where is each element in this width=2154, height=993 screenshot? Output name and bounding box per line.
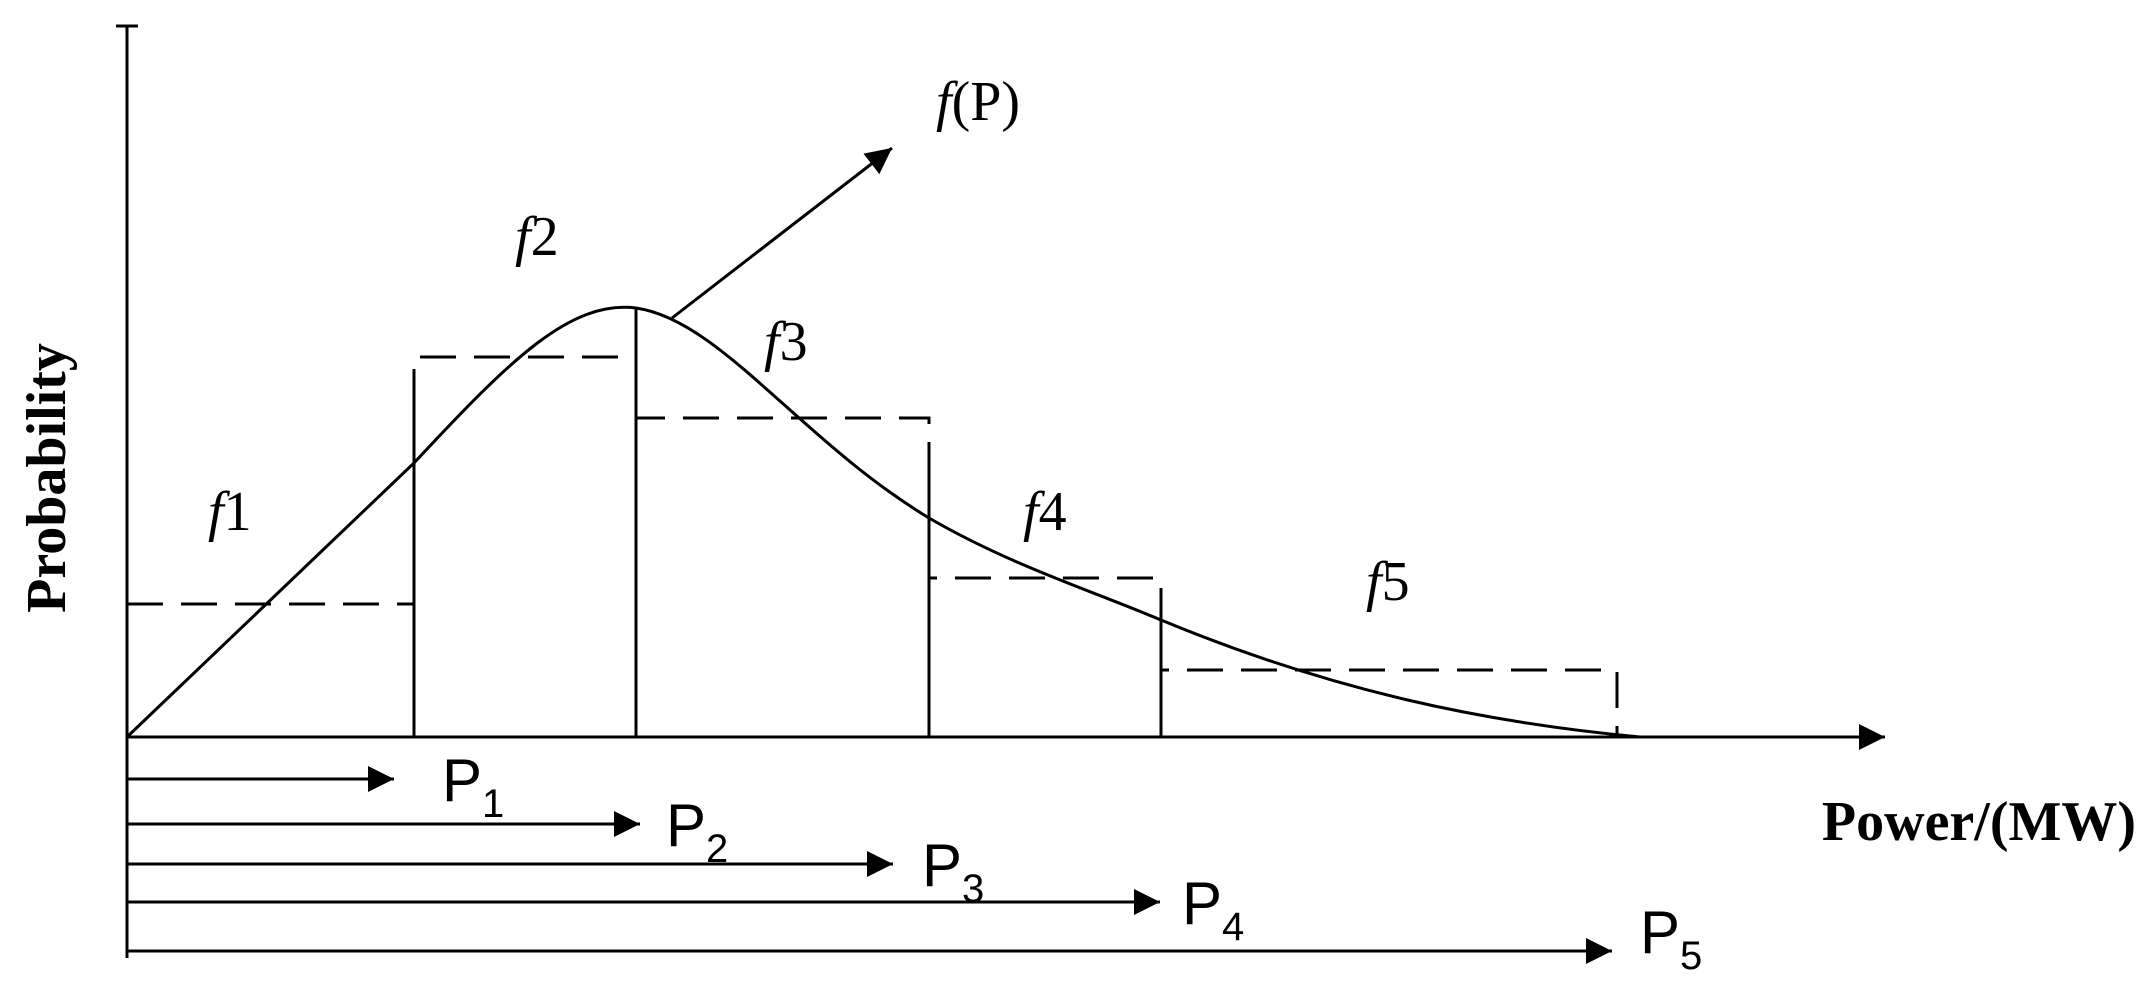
interval-label-p2: P2 (666, 792, 728, 871)
interval-label-p3: P3 (922, 832, 984, 911)
region-label-f2: f2 (515, 206, 559, 268)
x-axis-label: Power/(MW) (1822, 791, 2136, 853)
density-curve (125, 305, 1641, 739)
fp-pointer-arrow (671, 146, 893, 320)
curve-label-p: (P) (952, 71, 1020, 133)
y-axis-label: Probability (16, 343, 78, 613)
interval-label-p5: P5 (1640, 899, 1702, 978)
region-label-f5: f5 (1366, 551, 1410, 613)
region-label-f4: f4 (1023, 481, 1067, 543)
interval-label-p1: P1 (442, 747, 504, 826)
region-label-f3: f3 (764, 311, 808, 373)
dashed-step-approximation (127, 355, 1619, 737)
curve-label: f(P) (936, 71, 1020, 133)
region-label-f1: f1 (208, 481, 252, 543)
interval-label-p4: P4 (1182, 870, 1244, 949)
